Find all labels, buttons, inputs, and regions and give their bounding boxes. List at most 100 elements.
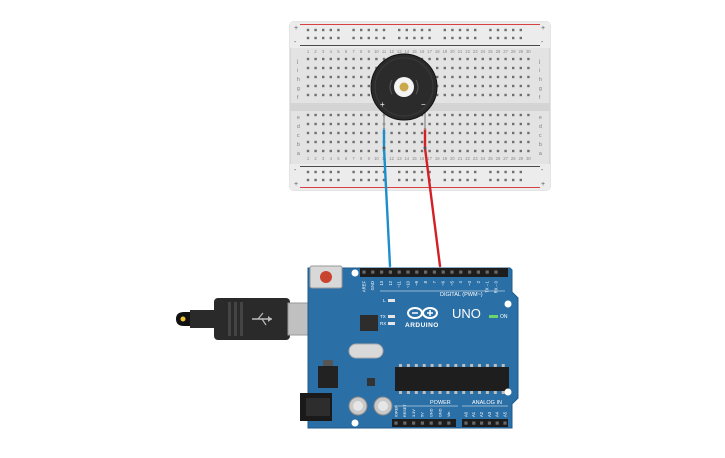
breadboard-hole[interactable] (322, 84, 325, 88)
rail-hole[interactable] (306, 36, 310, 40)
breadboard-hole[interactable] (367, 113, 370, 117)
breadboard-hole[interactable] (405, 131, 408, 135)
breadboard-hole[interactable] (512, 93, 515, 97)
rail-hole[interactable] (496, 36, 500, 40)
breadboard-hole[interactable] (443, 57, 446, 61)
breadboard-hole[interactable] (390, 122, 393, 126)
rail-hole[interactable] (519, 178, 522, 182)
breadboard-hole[interactable] (367, 122, 370, 126)
breadboard-hole[interactable] (337, 140, 340, 144)
breadboard-hole[interactable] (428, 149, 431, 153)
rail-hole[interactable] (512, 36, 515, 40)
breadboard-hole[interactable] (451, 113, 454, 117)
breadboard-hole[interactable] (504, 131, 507, 135)
breadboard-hole[interactable] (314, 57, 317, 61)
breadboard-hole[interactable] (504, 140, 507, 144)
breadboard-hole[interactable] (337, 122, 340, 126)
rail-hole[interactable] (458, 178, 462, 182)
breadboard-hole[interactable] (360, 131, 363, 135)
power-pin-socket[interactable] (394, 421, 398, 425)
breadboard-hole[interactable] (466, 75, 469, 79)
breadboard-hole[interactable] (337, 149, 340, 153)
breadboard-hole[interactable] (322, 122, 325, 126)
breadboard-hole[interactable] (352, 93, 355, 97)
breadboard-hole[interactable] (466, 113, 469, 117)
breadboard-hole[interactable] (329, 75, 332, 79)
breadboard-hole[interactable] (474, 93, 477, 97)
rail-hole[interactable] (405, 170, 408, 174)
breadboard-hole[interactable] (337, 93, 340, 97)
breadboard-hole[interactable] (474, 149, 477, 153)
breadboard-hole[interactable] (443, 66, 446, 70)
rail-hole[interactable] (398, 178, 401, 182)
breadboard-hole[interactable] (489, 149, 492, 153)
rail-hole[interactable] (489, 170, 492, 174)
breadboard-hole[interactable] (398, 122, 401, 126)
breadboard-hole[interactable] (306, 93, 310, 97)
breadboard-hole[interactable] (344, 84, 348, 88)
breadboard-hole[interactable] (405, 122, 408, 126)
breadboard-hole[interactable] (481, 75, 484, 79)
breadboard-hole[interactable] (443, 75, 446, 79)
breadboard-hole[interactable] (451, 149, 454, 153)
breadboard-hole[interactable] (504, 75, 507, 79)
rail-hole[interactable] (314, 178, 317, 182)
rail-hole[interactable] (337, 36, 340, 40)
breadboard-hole[interactable] (360, 75, 363, 79)
breadboard-hole[interactable] (398, 140, 401, 144)
breadboard-hole[interactable] (512, 149, 515, 153)
breadboard-hole[interactable] (413, 131, 416, 135)
breadboard-hole[interactable] (420, 140, 424, 144)
breadboard-hole[interactable] (512, 131, 515, 135)
breadboard-hole[interactable] (443, 93, 446, 97)
rail-hole[interactable] (466, 36, 469, 40)
rail-hole[interactable] (398, 36, 401, 40)
breadboard-hole[interactable] (352, 140, 355, 144)
breadboard-hole[interactable] (360, 66, 363, 70)
breadboard-hole[interactable] (322, 57, 325, 61)
breadboard-hole[interactable] (489, 66, 492, 70)
breadboard-hole[interactable] (352, 75, 355, 79)
rail-hole[interactable] (360, 28, 363, 32)
breadboard-hole[interactable] (367, 84, 370, 88)
breadboard-hole[interactable] (527, 57, 530, 61)
breadboard-hole[interactable] (436, 57, 439, 61)
rail-hole[interactable] (360, 36, 363, 40)
rail-hole[interactable] (496, 28, 500, 32)
breadboard-hole[interactable] (337, 113, 340, 117)
breadboard-hole[interactable] (443, 140, 446, 144)
rail-hole[interactable] (329, 170, 332, 174)
rail-hole[interactable] (428, 170, 431, 174)
breadboard-hole[interactable] (474, 131, 477, 135)
rail-hole[interactable] (352, 178, 355, 182)
rail-hole[interactable] (519, 170, 522, 174)
rail-hole[interactable] (329, 178, 332, 182)
breadboard-hole[interactable] (352, 149, 355, 153)
rail-hole[interactable] (337, 178, 340, 182)
rail-hole[interactable] (314, 28, 317, 32)
rail-hole[interactable] (375, 178, 378, 182)
power-pin-socket[interactable] (403, 421, 407, 425)
breadboard-hole[interactable] (451, 122, 454, 126)
rail-hole[interactable] (360, 178, 363, 182)
breadboard-hole[interactable] (481, 131, 484, 135)
breadboard-hole[interactable] (474, 57, 477, 61)
breadboard-hole[interactable] (322, 131, 325, 135)
breadboard-hole[interactable] (458, 131, 462, 135)
breadboard-hole[interactable] (527, 75, 530, 79)
breadboard-hole[interactable] (519, 113, 522, 117)
rail-hole[interactable] (322, 170, 325, 174)
breadboard-hole[interactable] (344, 131, 348, 135)
breadboard-hole[interactable] (489, 140, 492, 144)
breadboard-hole[interactable] (466, 122, 469, 126)
rail-hole[interactable] (306, 178, 310, 182)
rail-hole[interactable] (314, 36, 317, 40)
rail-hole[interactable] (451, 36, 454, 40)
breadboard-hole[interactable] (360, 84, 363, 88)
breadboard-hole[interactable] (352, 57, 355, 61)
rail-hole[interactable] (314, 170, 317, 174)
breadboard-hole[interactable] (451, 75, 454, 79)
analog-pin-socket[interactable] (503, 421, 507, 425)
rail-hole[interactable] (420, 28, 424, 32)
breadboard-hole[interactable] (527, 84, 530, 88)
